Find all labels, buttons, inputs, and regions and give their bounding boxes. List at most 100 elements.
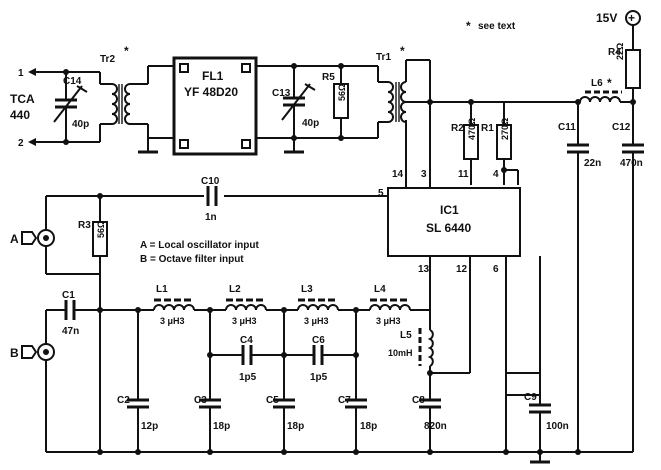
- svg-text:2: 2: [18, 138, 24, 149]
- svg-text:R5: R5: [322, 72, 335, 83]
- svg-text:18p: 18p: [287, 421, 304, 432]
- svg-text:12p: 12p: [141, 421, 158, 432]
- inductor-l5: [427, 329, 434, 367]
- svg-text:L2: L2: [229, 284, 241, 295]
- svg-text:22Ω: 22Ω: [615, 43, 625, 60]
- svg-text:1n: 1n: [205, 212, 217, 223]
- supply-terminal: +: [625, 10, 641, 26]
- svg-text:18p: 18p: [213, 421, 230, 432]
- capacitor-c1: [64, 300, 76, 320]
- svg-text:6: 6: [493, 264, 499, 275]
- ic1-block: IC1 SL 6440: [387, 187, 521, 257]
- svg-text:*: *: [124, 44, 129, 58]
- svg-text:1: 1: [18, 68, 24, 79]
- l6-ref: L6: [591, 78, 603, 89]
- svg-text:3 μH3: 3 μH3: [232, 316, 257, 326]
- svg-text:C1: C1: [62, 290, 75, 301]
- supply-label: 15V: [596, 11, 617, 25]
- svg-text:3 μH3: 3 μH3: [160, 316, 185, 326]
- svg-text:Tr1: Tr1: [376, 52, 391, 63]
- capacitor-c9: [529, 403, 551, 414]
- ic1-part: SL 6440: [426, 221, 471, 235]
- transformer-tr2: [111, 83, 131, 125]
- legend-b: B = Octave filter input: [140, 254, 244, 265]
- svg-text:270Ω: 270Ω: [500, 118, 510, 140]
- inductor-l2: [225, 304, 267, 311]
- filter-fl1: FL1 YF 48D20: [172, 56, 258, 156]
- svg-text:YF 48D20: YF 48D20: [184, 85, 238, 99]
- legend-a: A = Local oscillator input: [140, 240, 259, 251]
- capacitor-c10: [206, 186, 218, 206]
- svg-text:12: 12: [456, 264, 468, 275]
- resistor-r5: 56Ω: [333, 83, 349, 119]
- svg-text:40p: 40p: [302, 118, 319, 129]
- svg-text:FL1: FL1: [202, 69, 224, 83]
- svg-text:100n: 100n: [546, 421, 569, 432]
- svg-text:18p: 18p: [360, 421, 377, 432]
- capacitor-c11: [567, 143, 589, 154]
- svg-text:3 μH3: 3 μH3: [304, 316, 329, 326]
- capacitor-c6: [312, 345, 324, 365]
- variable-capacitor-c14: [53, 85, 88, 123]
- note-star: *: [466, 19, 471, 33]
- svg-text:*: *: [607, 76, 612, 90]
- inductor-l4: [369, 304, 411, 311]
- inductor-l3: [297, 304, 339, 311]
- arrow-icon: [28, 68, 36, 76]
- svg-text:C12: C12: [612, 122, 631, 133]
- resistor-r1: 270Ω: [496, 118, 512, 160]
- svg-text:4: 4: [493, 169, 499, 180]
- svg-text:Tr2: Tr2: [100, 54, 115, 65]
- arrow-icon: [28, 138, 36, 146]
- svg-text:47n: 47n: [62, 326, 79, 337]
- svg-text:14: 14: [392, 169, 404, 180]
- svg-text:L5: L5: [400, 330, 412, 341]
- svg-text:56Ω: 56Ω: [337, 84, 347, 101]
- svg-text:C6: C6: [312, 335, 325, 346]
- capacitor-c2: [127, 398, 149, 409]
- svg-text:470n: 470n: [620, 158, 643, 169]
- svg-text:C4: C4: [240, 335, 253, 346]
- svg-text:C7: C7: [338, 395, 351, 406]
- arrow-icon: [21, 231, 38, 245]
- svg-text:C5: C5: [266, 395, 279, 406]
- svg-text:470Ω: 470Ω: [467, 118, 477, 140]
- svg-text:TCA: TCA: [10, 92, 35, 106]
- svg-text:40p: 40p: [72, 119, 89, 130]
- svg-text:L4: L4: [374, 284, 386, 295]
- svg-text:+: +: [628, 11, 635, 25]
- svg-text:C3: C3: [194, 395, 207, 406]
- svg-text:*: *: [400, 44, 405, 58]
- svg-text:L3: L3: [301, 284, 313, 295]
- svg-text:13: 13: [418, 264, 430, 275]
- capacitor-c4: [241, 345, 253, 365]
- svg-text:22n: 22n: [584, 158, 601, 169]
- svg-text:R2: R2: [451, 123, 464, 134]
- svg-text:440: 440: [10, 108, 30, 122]
- inductor-l6: [579, 96, 621, 103]
- connector-b[interactable]: [37, 343, 55, 361]
- svg-text:820n: 820n: [424, 421, 447, 432]
- capacitor-c12: [622, 143, 644, 154]
- svg-text:C9: C9: [524, 392, 537, 403]
- r4-ref: R4: [608, 47, 621, 58]
- resistor-r2: 470Ω: [463, 118, 479, 160]
- port-b-label: B: [10, 346, 19, 360]
- svg-text:3 μH3: 3 μH3: [376, 316, 401, 326]
- svg-text:11: 11: [458, 169, 469, 180]
- svg-text:L1: L1: [156, 284, 168, 295]
- svg-text:C13: C13: [272, 88, 291, 99]
- connector-a[interactable]: [37, 229, 55, 247]
- ic1-name: IC1: [440, 203, 459, 217]
- svg-text:1p5: 1p5: [310, 372, 328, 383]
- svg-text:R3: R3: [78, 220, 91, 231]
- svg-text:C8: C8: [412, 395, 425, 406]
- svg-text:C10: C10: [201, 176, 220, 187]
- arrow-icon: [21, 345, 38, 359]
- svg-text:C2: C2: [117, 395, 130, 406]
- svg-text:C14: C14: [63, 76, 82, 87]
- svg-text:R1: R1: [481, 123, 494, 134]
- transformer-tr1: [387, 81, 407, 123]
- svg-text:C11: C11: [558, 122, 576, 133]
